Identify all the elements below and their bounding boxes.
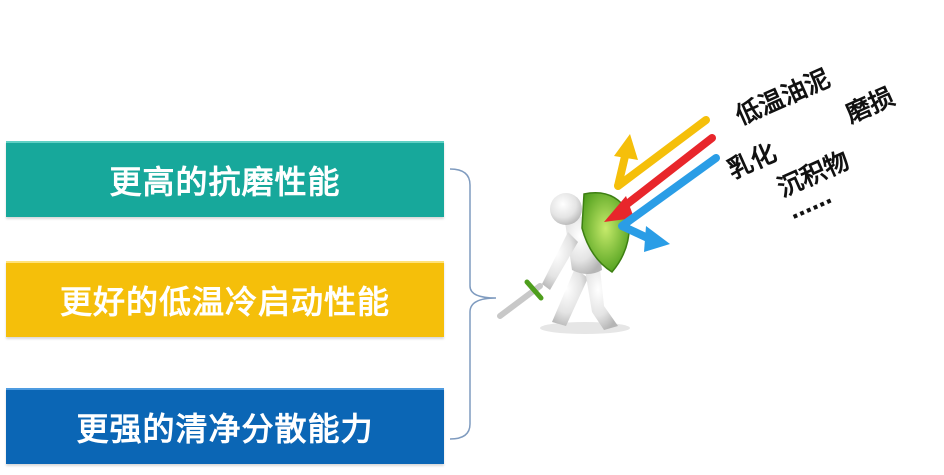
grouping-bracket [449,168,497,440]
threat-arrows [604,116,720,252]
warrior-with-shield-and-sword-icon [497,192,631,334]
benefit-box-anti-wear: 更高的抗磨性能 [6,141,444,217]
benefit-box-detergency: 更强的清净分散能力 [6,388,444,464]
blue-arrow-icon [618,154,720,230]
benefit-label: 更好的低温冷启动性能 [59,283,390,321]
yellow-arrowhead-icon [614,134,638,160]
red-arrow-icon [618,134,716,212]
blue-arrowhead-icon [644,226,670,252]
benefit-label: 更高的抗磨性能 [109,163,341,201]
benefit-box-cold-start: 更好的低温冷启动性能 [6,261,444,337]
yellow-arrow-icon [614,116,710,190]
red-arrowhead-icon [604,196,634,222]
benefit-label: 更强的清净分散能力 [76,410,374,448]
